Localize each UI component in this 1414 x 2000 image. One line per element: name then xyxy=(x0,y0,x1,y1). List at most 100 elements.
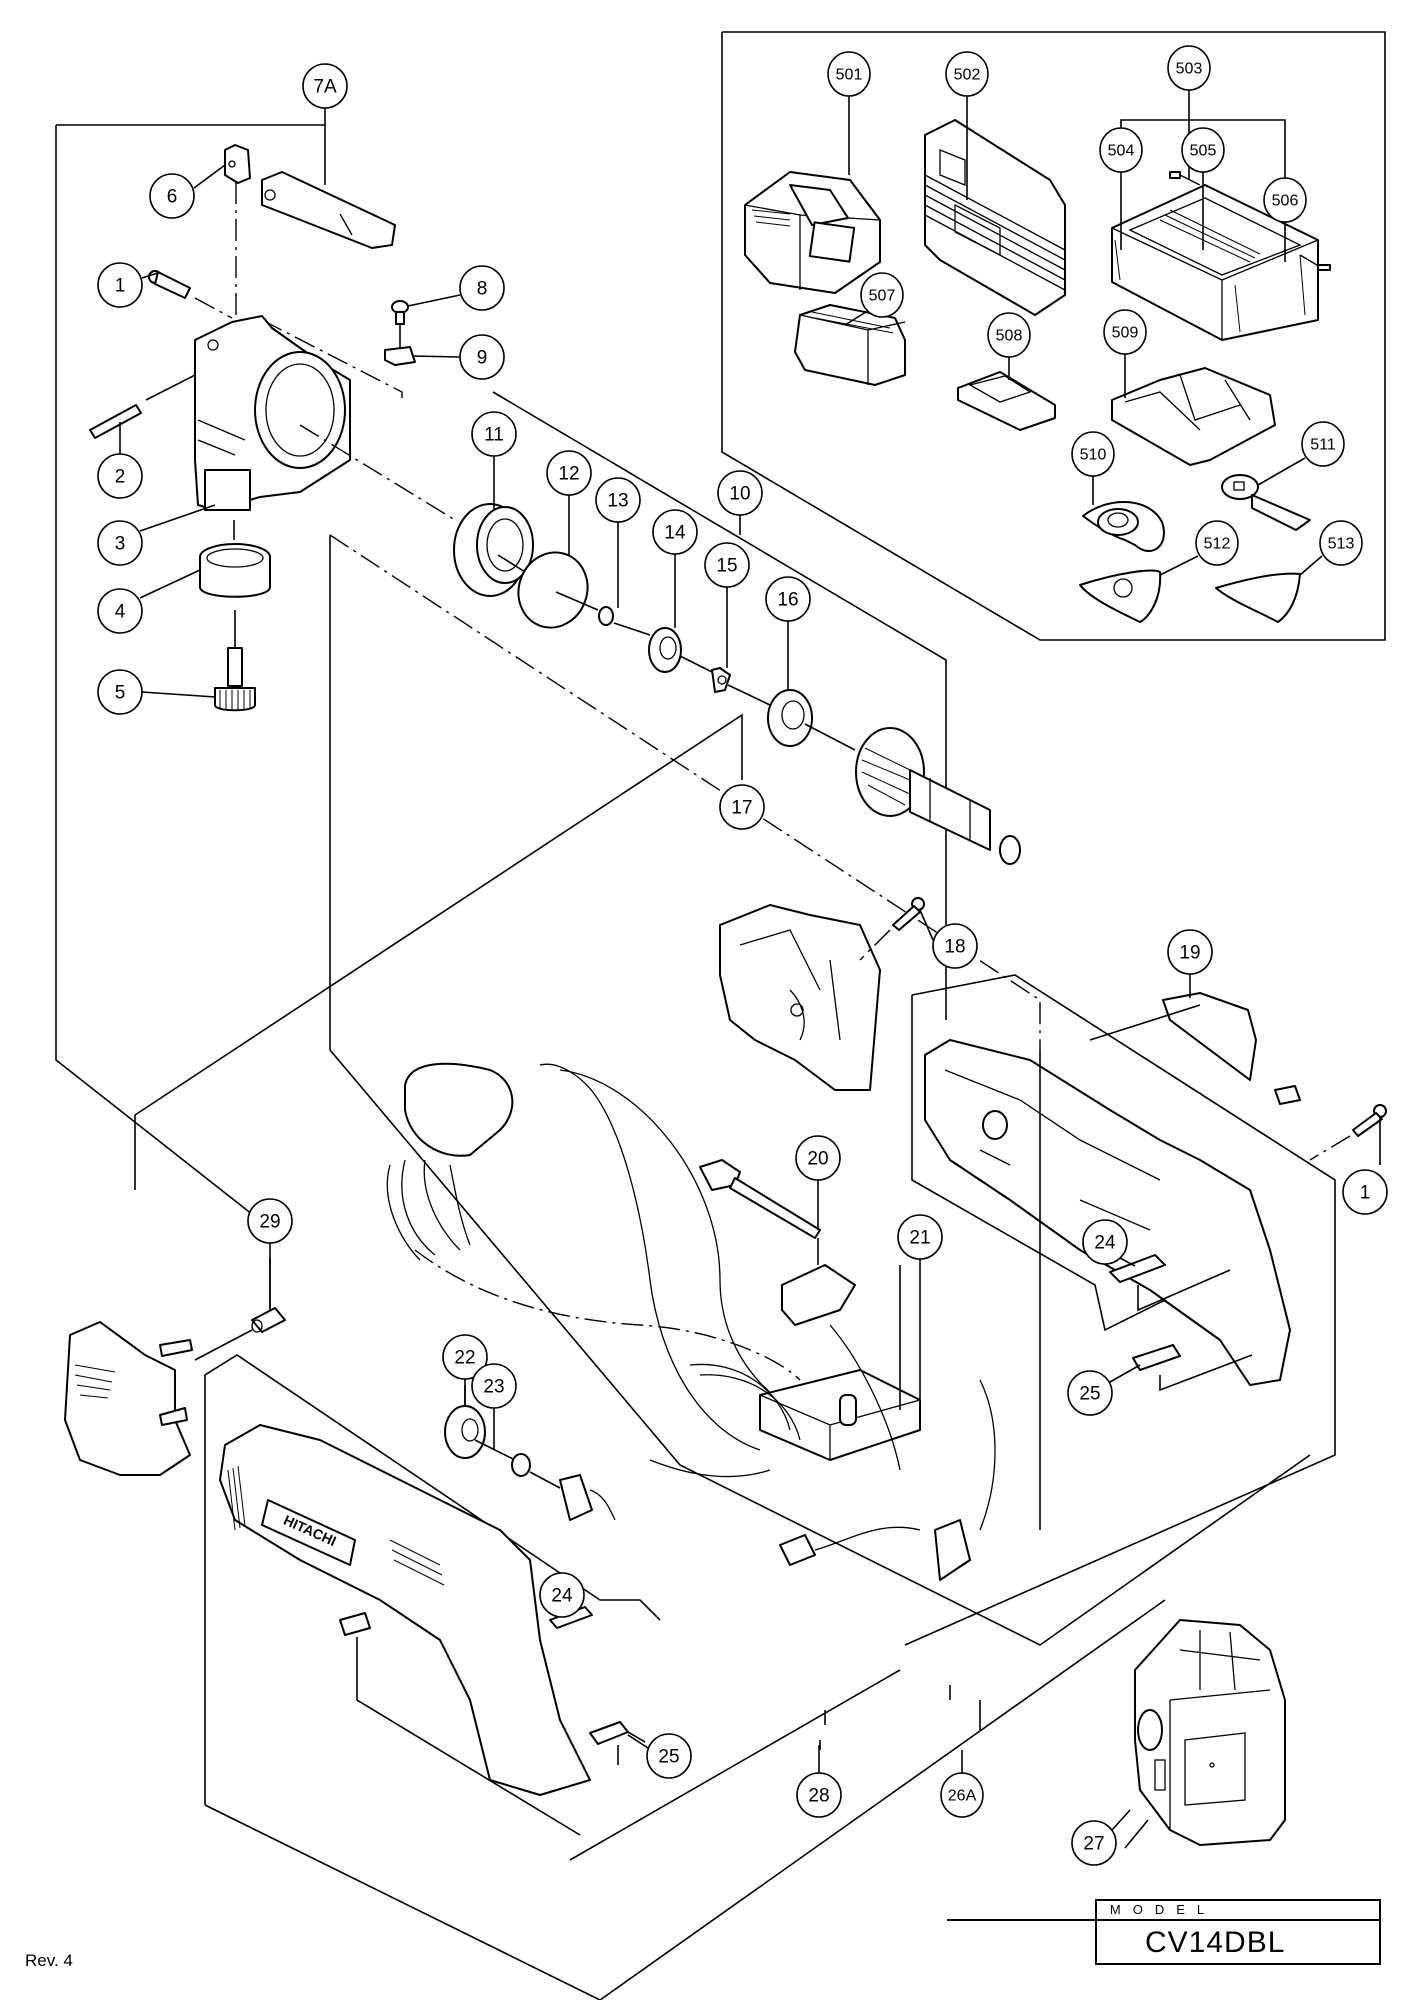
part-507-battery xyxy=(794,304,906,386)
leader-line-18 xyxy=(919,909,934,941)
callout-number: 5 xyxy=(115,683,126,704)
callout-circle xyxy=(1082,1219,1128,1265)
leader-line-27 xyxy=(1111,1809,1131,1831)
part-27-battery-pack xyxy=(1134,1619,1286,1846)
accessory-group-frame xyxy=(721,31,1386,641)
callout-number: 15 xyxy=(716,556,737,577)
callout-12: 12 xyxy=(546,450,592,496)
callout-number: 28 xyxy=(808,1786,829,1807)
part-25-label-left xyxy=(589,1721,629,1745)
callout-21: 21 xyxy=(897,1214,943,1260)
leader-line-25a xyxy=(1109,1364,1141,1383)
part-switch-knob-left xyxy=(339,1612,371,1636)
callout-27: 27 xyxy=(1071,1820,1117,1866)
part-15-washer xyxy=(711,667,731,693)
callout-circle xyxy=(827,51,871,97)
callout-circle xyxy=(765,576,811,622)
callout-24: 24 xyxy=(539,1572,585,1618)
callout-506: 506 xyxy=(1263,177,1307,223)
callout-13: 13 xyxy=(595,477,641,523)
group-7A-bracket xyxy=(55,125,263,1223)
callout-25: 25 xyxy=(1067,1370,1113,1416)
callout-5: 5 xyxy=(97,669,143,715)
leader-line-3 xyxy=(139,504,216,532)
callout-circle xyxy=(652,509,698,555)
part-24-label-right xyxy=(1109,1254,1166,1283)
wire-harness-a xyxy=(539,1063,761,1451)
part-1-tapping-screw xyxy=(148,270,191,299)
callout-number: 8 xyxy=(477,279,488,300)
callout-512: 512 xyxy=(1195,520,1239,566)
part-16-ball-bearing xyxy=(767,689,813,747)
part-19-name-plate xyxy=(1162,992,1257,1081)
callout-3: 3 xyxy=(97,520,143,566)
callout-22: 22 xyxy=(442,1334,488,1380)
leader-line-5 xyxy=(141,691,216,698)
part-stator-assembly xyxy=(386,1062,514,1261)
callout-number: 12 xyxy=(558,464,579,485)
callout-20: 20 xyxy=(795,1135,841,1181)
part-17-cover-bracket xyxy=(719,904,881,1091)
callout-11: 11 xyxy=(471,411,517,457)
part-10-armature xyxy=(855,727,1021,865)
callout-circle xyxy=(940,1772,984,1818)
callout-number: 511 xyxy=(1310,437,1336,454)
leader-line-507 xyxy=(844,311,867,326)
callout-circle xyxy=(945,51,989,97)
part-1-tapping-screw-right xyxy=(1352,1104,1387,1137)
callout-circle xyxy=(1319,520,1363,566)
callout-circle xyxy=(97,669,143,715)
leader-line-25b xyxy=(627,1734,649,1749)
callout-circle xyxy=(1181,127,1225,173)
part-512-sanding-pad xyxy=(1079,569,1162,623)
callout-24: 24 xyxy=(1082,1219,1128,1265)
group-503-bracket xyxy=(1120,119,1286,178)
leader-line-4 xyxy=(139,569,201,599)
callout-number: 24 xyxy=(551,1586,573,1607)
callout-number: 507 xyxy=(869,288,896,305)
callout-circle xyxy=(149,173,195,219)
part-6-lever-block xyxy=(224,144,251,184)
callout-26A: 26A xyxy=(940,1772,984,1818)
part-2-pin xyxy=(89,404,142,439)
callout-number: 21 xyxy=(909,1228,930,1249)
callout-17: 17 xyxy=(719,784,765,830)
callout-number: 510 xyxy=(1080,447,1107,464)
callout-circle xyxy=(1167,45,1211,91)
callout-9: 9 xyxy=(459,334,505,380)
part-29-sleeve xyxy=(251,1307,286,1333)
part-4-sleeve-ring xyxy=(199,543,271,598)
callout-number: 27 xyxy=(1083,1834,1104,1855)
callout-513: 513 xyxy=(1319,520,1363,566)
part-511-plunge-cut-blade xyxy=(1221,474,1311,531)
part-513-sanding-paper xyxy=(1215,572,1301,623)
part-22-fan-guide xyxy=(444,1405,486,1459)
part-503-systainer-case xyxy=(1111,171,1331,341)
callout-29: 29 xyxy=(247,1198,293,1244)
callout-circle xyxy=(1195,520,1239,566)
leader-line-511 xyxy=(1257,457,1306,486)
callout-number: 26A xyxy=(948,1788,977,1805)
part-25-label-right xyxy=(1132,1344,1181,1371)
callout-number: 7A xyxy=(313,77,337,98)
part-508-insert xyxy=(957,371,1056,431)
callout-circle xyxy=(1167,929,1213,975)
callout-23: 23 xyxy=(471,1363,517,1409)
callout-28: 28 xyxy=(796,1772,842,1818)
callout-509: 509 xyxy=(1103,309,1147,355)
model-number: CV14DBL xyxy=(1145,1926,1286,1959)
callout-number: 29 xyxy=(259,1212,280,1233)
callout-2: 2 xyxy=(97,453,143,499)
callout-16: 16 xyxy=(765,576,811,622)
callout-circle xyxy=(1067,1370,1113,1416)
part-3-gear-cover xyxy=(194,315,351,511)
model-title-block: MODEL CV14DBL xyxy=(947,1899,1381,1965)
callout-503: 503 xyxy=(1167,45,1211,91)
leader-line-24a xyxy=(1119,1257,1136,1267)
callout-19: 19 xyxy=(1167,929,1213,975)
callout-circle xyxy=(459,265,505,311)
callout-number: 16 xyxy=(777,590,798,611)
callout-number: 13 xyxy=(607,491,628,512)
callout-circle xyxy=(546,450,592,496)
callout-circle xyxy=(719,784,765,830)
